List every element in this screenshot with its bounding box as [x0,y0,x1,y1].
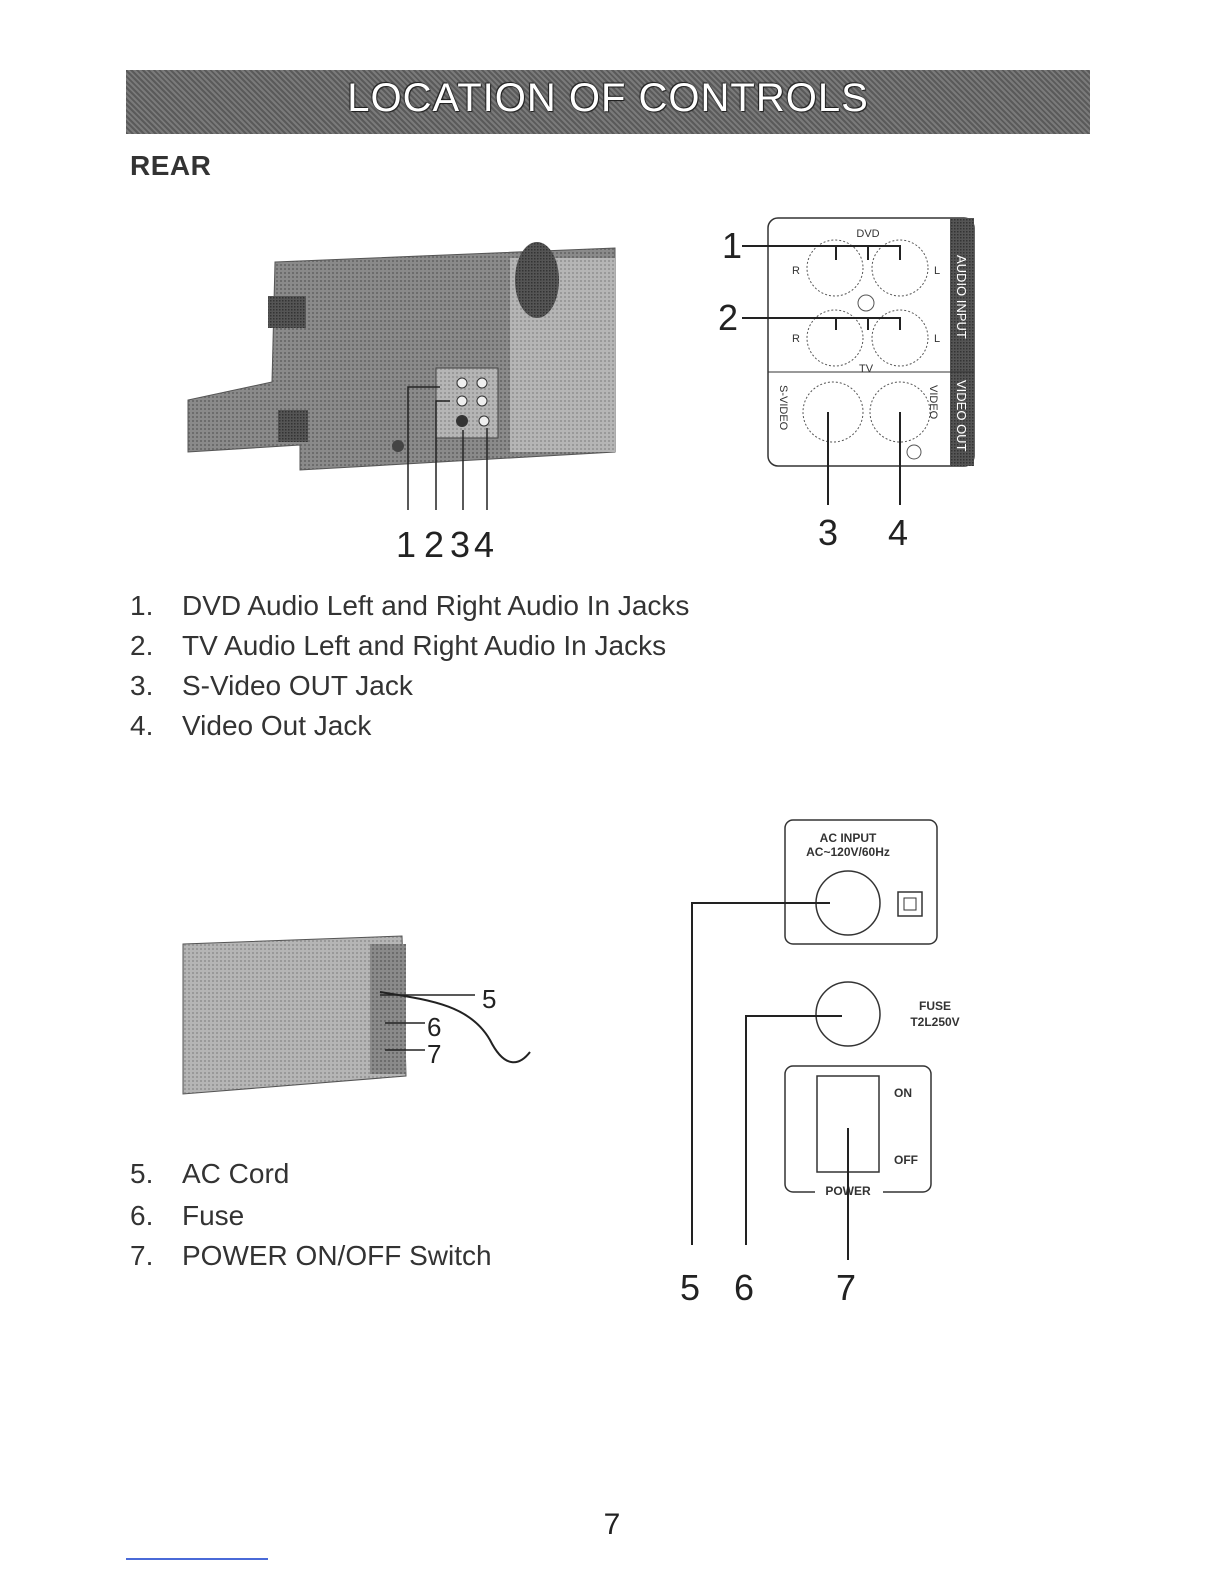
list-item: 3. S-Video OUT Jack [130,670,413,702]
video-label: VIDEO [927,385,939,420]
list-item-text: AC Cord [182,1158,290,1189]
rear-callout-1: 1 [396,524,416,565]
list-item-number: 5. [130,1158,154,1189]
ac-input-rating: AC~120V/60Hz [806,845,890,859]
off-label: OFF [894,1153,918,1167]
list-item-number: 6. [130,1200,154,1231]
list-item-number: 7. [130,1240,154,1271]
page-number: 7 [603,1508,621,1541]
section-banner: LOCATION OF CONTROLS [126,70,1090,134]
video-out-label: VIDEO OUT [954,380,969,452]
panel-callout-1: 1 [722,225,742,266]
list-item: 5. AC Cord [130,1158,289,1190]
panel-callout-3: 3 [818,512,838,553]
list-item-text: S-Video OUT Jack [182,670,413,701]
s-video-label: S-VIDEO [777,385,789,431]
list-item-text: DVD Audio Left and Right Audio In Jacks [182,590,690,621]
panel-callout-4: 4 [888,512,908,553]
side-callout-5: 5 [482,984,496,1014]
ac-input-label: AC INPUT [820,831,877,845]
list-item-text: Video Out Jack [182,710,372,741]
rear-callout-2: 2 [424,524,444,565]
rear-callout-4: 4 [474,524,494,565]
power-callout-5: 5 [680,1267,700,1308]
list-item-text: TV Audio Left and Right Audio In Jacks [182,630,667,661]
fuse-label: FUSE [919,999,951,1013]
list-item: 6. Fuse [130,1200,244,1232]
on-label: ON [894,1086,912,1100]
power-callout-7: 7 [836,1267,856,1308]
rear-unit-illustration: 1 2 3 4 [187,242,616,565]
list-item-number: 3. [130,670,154,701]
l-label-top: L [934,265,940,277]
r-label-bottom: R [792,333,800,345]
list-item-text: Fuse [182,1200,245,1231]
page-title: LOCATION OF CONTROLS [347,76,869,120]
r-label-top: R [792,265,800,277]
list-item-number: 4. [130,710,154,741]
list-item: 4. Video Out Jack [130,710,371,742]
list-item: 1. DVD Audio Left and Right Audio In Jack… [130,590,689,622]
panel-callout-2: 2 [718,297,738,338]
audio-input-label: AUDIO INPUT [954,255,969,339]
section-heading: REAR [130,150,212,181]
dvd-label: DVD [856,228,879,240]
rear-callout-3: 3 [450,524,470,565]
power-callout-6: 6 [734,1267,754,1308]
side-callout-6: 6 [427,1012,441,1042]
list-item-number: 2. [130,630,154,661]
power-panel-diagram: AC INPUT AC~120V/60Hz FUSE T2L250V ON OF… [680,819,960,1308]
jack-panel-diagram: DVD TV R L R L S-VIDEO VIDEO AUDIO INPUT… [718,217,975,553]
list-item: 7. POWER ON/OFF Switch [130,1240,492,1272]
footer-divider [126,1558,268,1560]
list-item-number: 1. [130,590,154,621]
side-callout-7: 7 [427,1039,441,1069]
l-label-bottom: L [934,333,940,345]
tv-label: TV [859,363,874,375]
fuse-rating: T2L250V [910,1015,959,1029]
list-item: 2. TV Audio Left and Right Audio In Jacks [130,630,666,662]
side-unit-illustration: 5 6 7 [182,935,531,1095]
list-item-text: POWER ON/OFF Switch [182,1240,492,1271]
